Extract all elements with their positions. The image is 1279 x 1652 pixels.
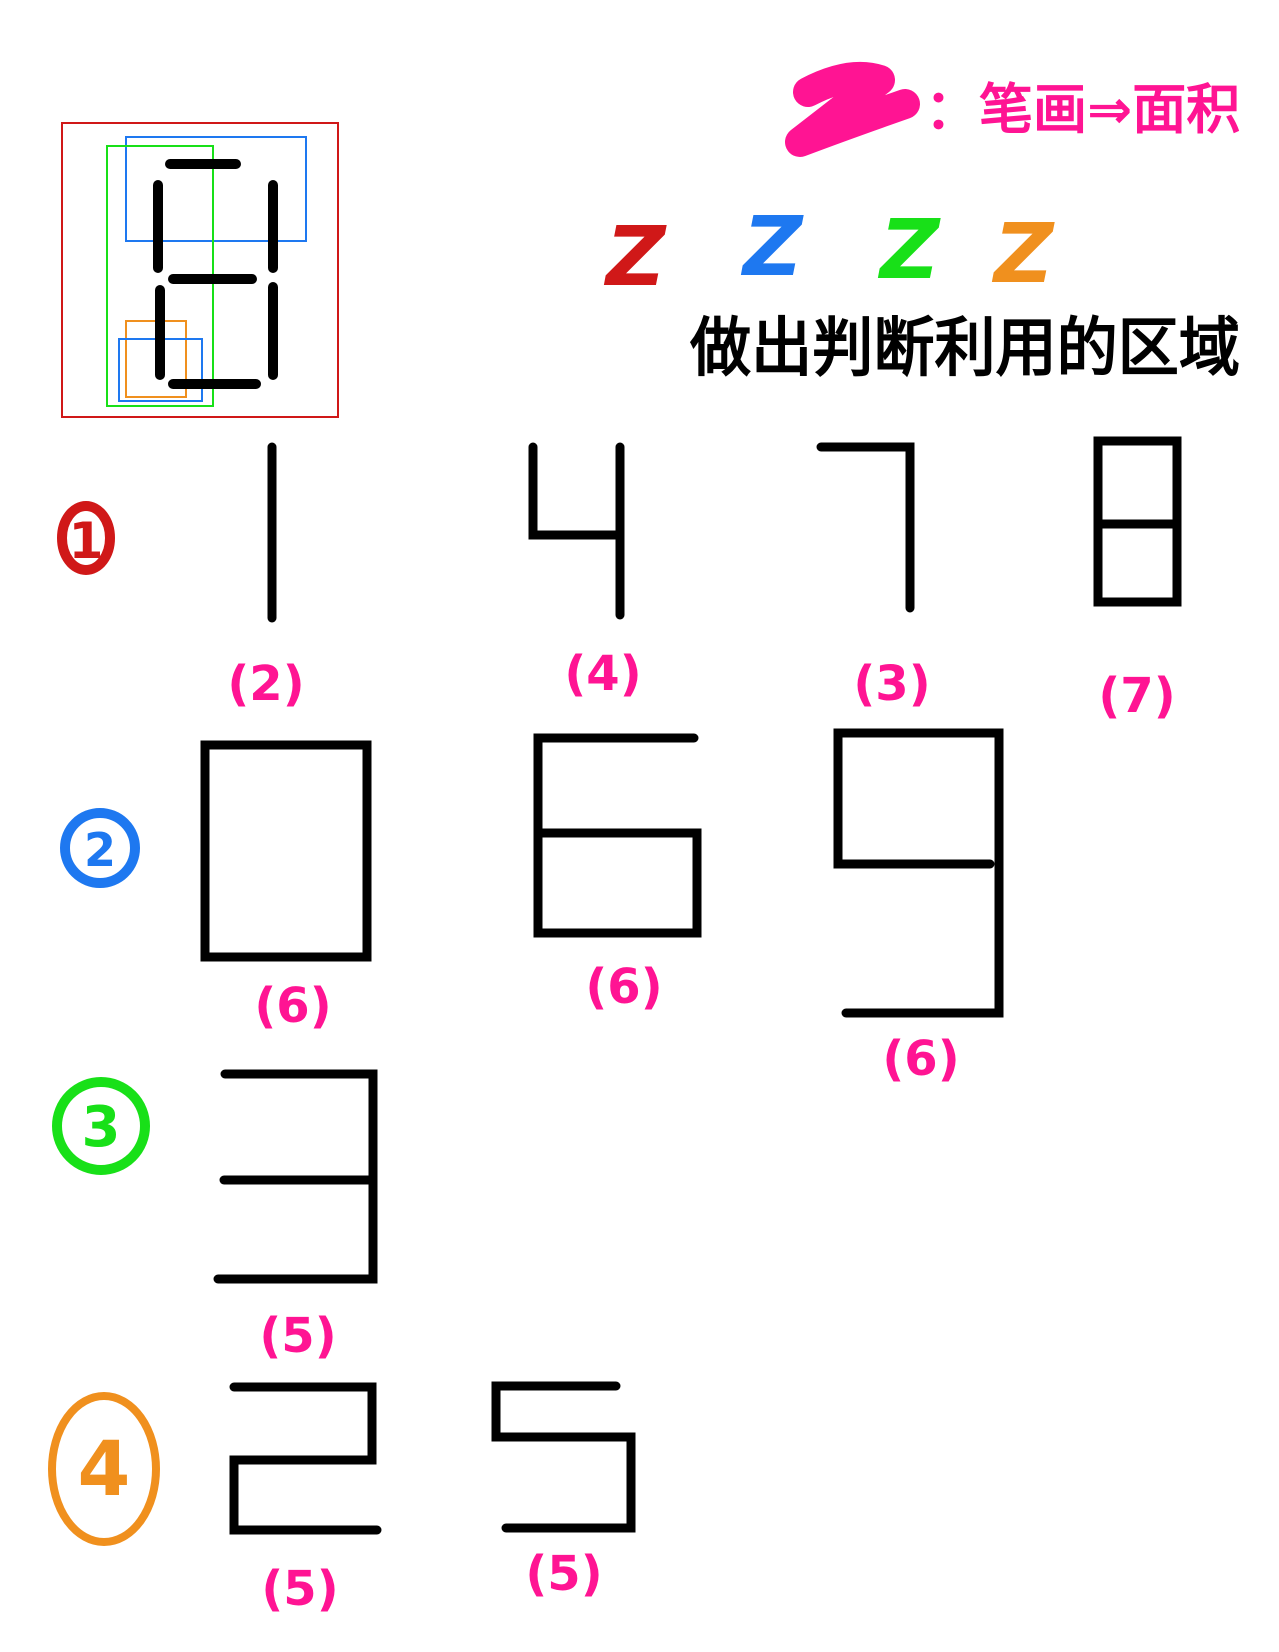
digit-8 <box>1093 436 1182 607</box>
region-box-blue-top <box>125 136 307 242</box>
digit-0 <box>200 740 372 962</box>
digit-4 <box>528 442 625 620</box>
digit-3 <box>213 1069 378 1284</box>
group-marker-2: 2 <box>60 808 140 888</box>
legend-text: ：笔画⇒面积 <box>925 78 1240 141</box>
region-box-red <box>61 122 339 418</box>
z-legend: ：笔画⇒面积 <box>785 61 1240 157</box>
svg-text:1: 1 <box>69 512 104 570</box>
group-marker-3: 3 <box>52 1077 150 1175</box>
z-blue: Z <box>740 200 804 295</box>
count-label-3: (5) <box>259 1308 336 1364</box>
z-green: Z <box>877 203 941 298</box>
count-label-8: (7) <box>1098 668 1175 724</box>
group-marker-1: 1 <box>57 501 115 575</box>
z-orange: Z <box>991 207 1055 302</box>
count-label-4: (4) <box>564 646 641 702</box>
count-labels: (2) (4) (3) (7) (6) (6) (6) (5) (5) (5) <box>227 646 1175 1617</box>
big-z-mark <box>785 61 920 157</box>
count-label-2: (5) <box>261 1561 338 1617</box>
digit-7 <box>816 442 915 613</box>
digit-2 <box>229 1382 382 1535</box>
count-label-7: (3) <box>853 656 930 712</box>
svg-text:3: 3 <box>82 1095 121 1160</box>
count-label-6: (6) <box>585 959 662 1015</box>
colored-z-row: Z Z Z Z <box>603 200 1055 305</box>
count-label-0: (6) <box>254 978 331 1034</box>
count-label-9: (6) <box>882 1031 959 1087</box>
z-red: Z <box>603 210 667 305</box>
sub-title: 做出判断利用的区域 <box>689 312 1240 386</box>
digit-5 <box>491 1381 636 1533</box>
group-marker-4: 4 <box>48 1392 160 1546</box>
svg-text:4: 4 <box>78 1424 131 1513</box>
seven-segment-digit <box>153 159 278 389</box>
digit-6 <box>533 733 702 938</box>
count-label-5: (5) <box>525 1546 602 1602</box>
reference-figure <box>61 122 339 418</box>
count-label-1: (2) <box>227 656 304 712</box>
digit-9 <box>833 728 1004 1018</box>
svg-text:2: 2 <box>84 823 116 877</box>
